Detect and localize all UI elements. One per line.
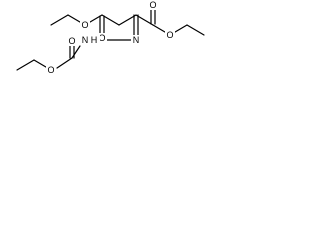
bond-right-ch2-ch3: [186, 24, 205, 36]
svg-text:O: O: [81, 20, 88, 30]
atom-label-n-hydrazine: N H: [80, 35, 100, 45]
bond-nh-carbamate-c: [71, 45, 81, 59]
bond-c-imine-ester-c: [135, 14, 154, 26]
bond-carbamate-c-o-link: [56, 57, 73, 69]
molecule-drawing: O O O O N N H O O: [16, 0, 205, 75]
bond-top-carbonyl-c-ch2: [101, 14, 120, 26]
bond-ch2-c-imine: [118, 14, 137, 26]
atom-label-o-carbamate-carbonyl: O: [67, 36, 77, 46]
svg-text:N: N: [82, 35, 89, 45]
atom-label-n-imine: N: [131, 35, 141, 45]
bond-ethyl-top-ch3-ch2: [50, 14, 69, 26]
svg-text:O: O: [98, 33, 105, 43]
atom-label-o-right-link: O: [165, 30, 175, 40]
svg-text:N: N: [133, 35, 140, 45]
bond-carbamate-ch2-ch3: [16, 59, 35, 71]
atom-label-o-right-carbonyl: O: [148, 0, 158, 10]
svg-text:O: O: [47, 65, 54, 75]
svg-text:O: O: [149, 0, 156, 10]
atom-label-h-hydrazine: H: [91, 35, 98, 45]
structure-diagram: O O O O N N H O O: [16, 0, 205, 75]
atom-label-o-top-link: O: [80, 20, 90, 30]
svg-text:O: O: [166, 30, 173, 40]
atom-label-o-top-carbonyl: O: [97, 33, 107, 43]
svg-text:O: O: [68, 36, 75, 46]
atom-label-o-carbamate-link: O: [46, 65, 56, 75]
